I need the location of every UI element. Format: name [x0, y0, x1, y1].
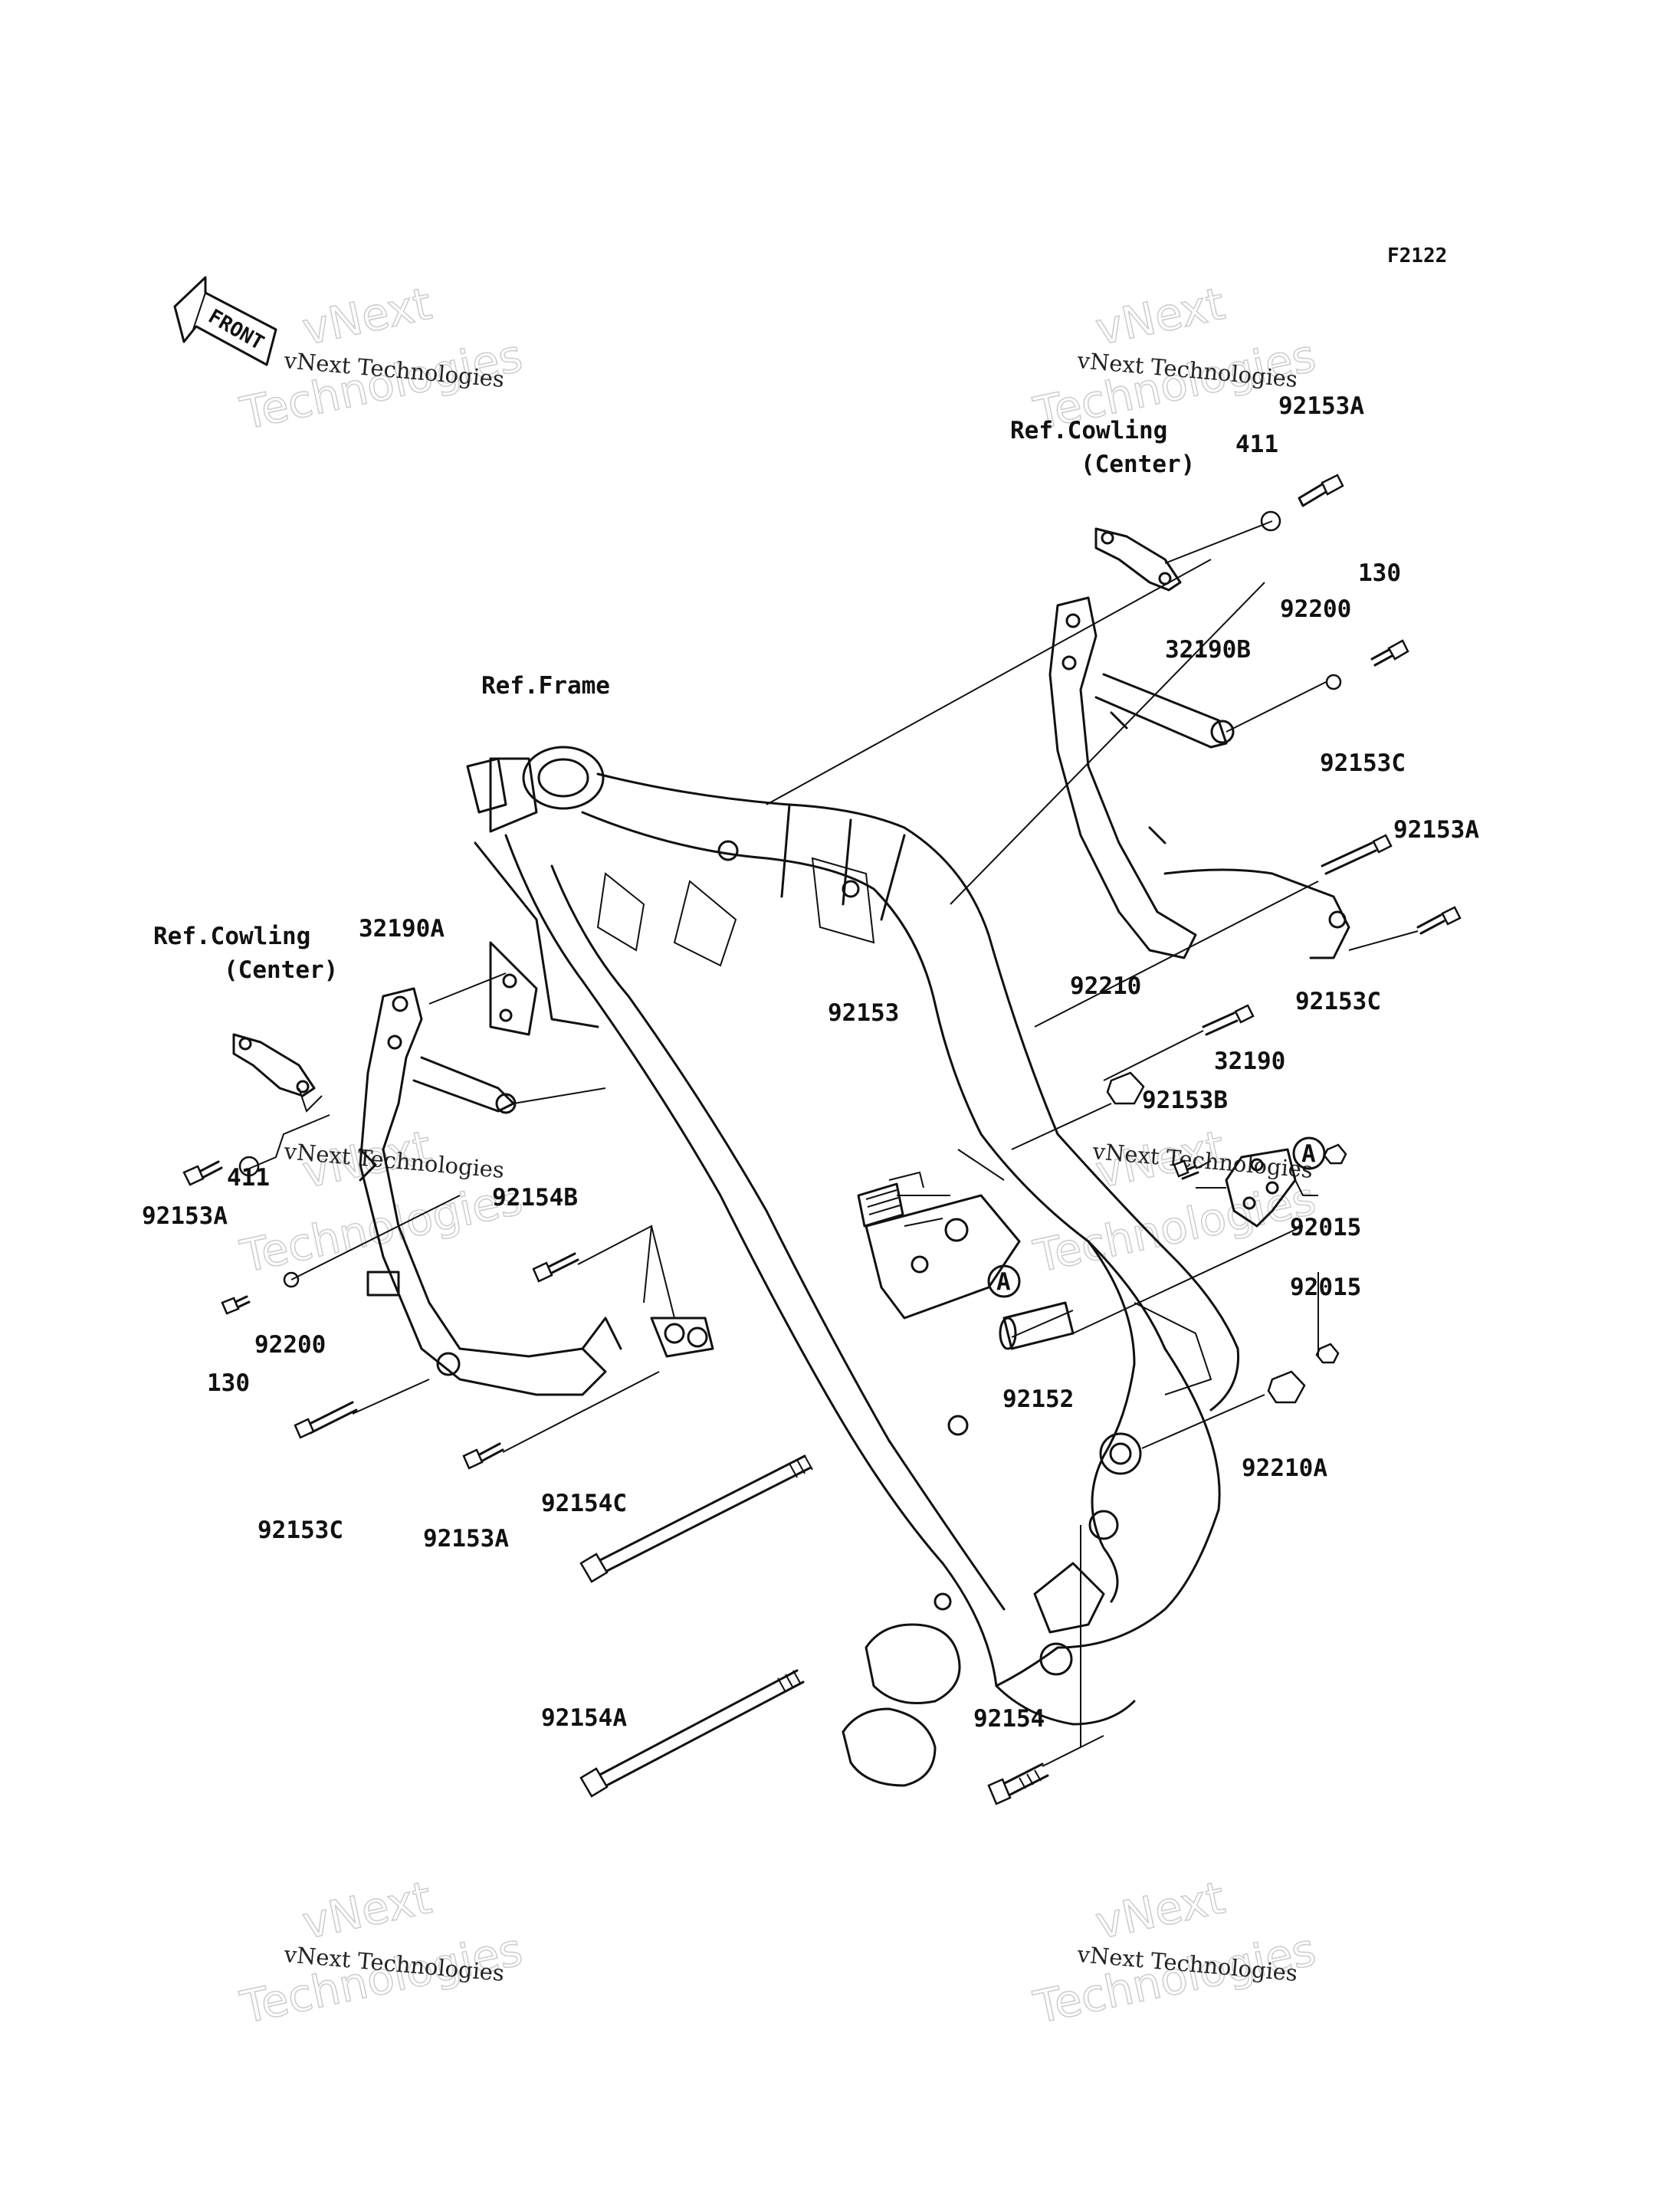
- label-92200-left: 92200: [254, 1331, 326, 1359]
- bolt-92153c-left: [294, 1401, 358, 1439]
- label-32190a: 32190A: [359, 915, 445, 943]
- svg-text:A: A: [996, 1268, 1011, 1296]
- bolt-92153a-top: [1298, 474, 1344, 507]
- washer-411-left: [238, 1156, 260, 1177]
- nut-92015-b: [1315, 1343, 1340, 1364]
- label-411-top: 411: [1235, 431, 1278, 458]
- marker-a-center: A: [987, 1264, 1021, 1298]
- svg-text:vNext: vNext: [298, 1871, 436, 1949]
- label-92153a-bottom: 92153A: [423, 1525, 509, 1553]
- label-92015-b: 92015: [1290, 1274, 1361, 1301]
- bolt-92153c-r1: [1321, 834, 1393, 875]
- bolt-92154: [987, 1763, 1049, 1805]
- label-92153b: 92153B: [1142, 1087, 1228, 1114]
- cowling-bracket-left: [232, 1033, 316, 1097]
- label-130-left: 130: [207, 1369, 250, 1397]
- label-92153c-left: 92153C: [258, 1517, 343, 1544]
- label-92154a: 92154A: [541, 1704, 627, 1732]
- label-92154: 92154: [973, 1705, 1045, 1733]
- label-92154c: 92154C: [541, 1490, 627, 1517]
- label-92210a: 92210A: [1242, 1454, 1327, 1482]
- bolt-92153a-left: [182, 1160, 223, 1186]
- bolt-130-left: [221, 1295, 251, 1315]
- label-411-left: 411: [227, 1164, 270, 1192]
- label-ref-cowling-top: Ref.Cowling(Center): [1010, 417, 1195, 478]
- bolt-92153c-r2: [1202, 1004, 1255, 1036]
- bolt-92153a-r: [1416, 906, 1462, 935]
- motorcycle-frame: [466, 746, 1240, 1787]
- watermark-bottom-left: vNext Technologies vNext Technologies: [235, 1871, 527, 2035]
- nut-92210: [1106, 1071, 1145, 1105]
- label-92153c-r2: 92153C: [1295, 988, 1381, 1015]
- label-92153a-top: 92153A: [1278, 392, 1364, 420]
- label-92153: 92153: [828, 999, 899, 1027]
- cowling-bracket-top: [1094, 527, 1182, 592]
- label-ref-cowling-left: Ref.Cowling(Center): [153, 923, 338, 984]
- bolt-92154b: [532, 1252, 579, 1283]
- label-32190: 32190: [1214, 1048, 1285, 1075]
- through-bolt-92154a: [579, 1669, 805, 1798]
- nut-92210a: [1267, 1370, 1306, 1404]
- label-92153c-r1: 92153C: [1320, 749, 1406, 777]
- label-92200-top: 92200: [1280, 595, 1351, 623]
- svg-text:vNext: vNext: [298, 277, 436, 356]
- watermark-top-right: vNext Technologies vNext Technologies: [1029, 277, 1321, 441]
- label-92152: 92152: [1002, 1385, 1074, 1413]
- label-92153a-r: 92153A: [1393, 816, 1479, 844]
- bolt-92153b: [1173, 1159, 1199, 1180]
- through-bolt-92154c: [579, 1454, 813, 1583]
- label-92015-a: 92015: [1290, 1214, 1361, 1241]
- collar-92153: [857, 1182, 904, 1228]
- bolt-130-top: [1370, 639, 1409, 667]
- svg-text:vNext: vNext: [1091, 277, 1229, 356]
- nut-92015-a: [1323, 1143, 1347, 1165]
- label-92154b: 92154B: [492, 1184, 578, 1212]
- watermark-bottom-right: vNext Technologies vNext Technologies: [1029, 1871, 1321, 2035]
- label-92153a-left: 92153A: [142, 1202, 228, 1230]
- label-ref-frame: Ref.Frame: [481, 672, 610, 700]
- label-32190b: 32190B: [1165, 636, 1251, 664]
- svg-text:A: A: [1301, 1140, 1316, 1168]
- mount-plate-32190: [1225, 1148, 1297, 1228]
- mount-bracket-32190b: [1048, 596, 1350, 959]
- marker-a-right: A: [1292, 1136, 1326, 1170]
- svg-text:vNext: vNext: [1091, 1871, 1229, 1949]
- label-92210: 92210: [1070, 972, 1141, 1000]
- watermark-top-left: vNext Technologies vNext Technologies: [235, 277, 527, 441]
- label-130-top: 130: [1358, 559, 1401, 587]
- front-arrow-icon: FRONT: [173, 276, 277, 366]
- washer-92200-top: [1325, 674, 1342, 690]
- svg-text:Technologies: Technologies: [236, 1172, 527, 1283]
- part-labels: Ref.Cowling(Center) Ref.Frame Ref.Cowlin…: [142, 392, 1479, 1733]
- bolt-92153a-bottom: [462, 1442, 504, 1470]
- figure-code: F2122: [1387, 244, 1447, 267]
- leader-lines: [248, 520, 1419, 1767]
